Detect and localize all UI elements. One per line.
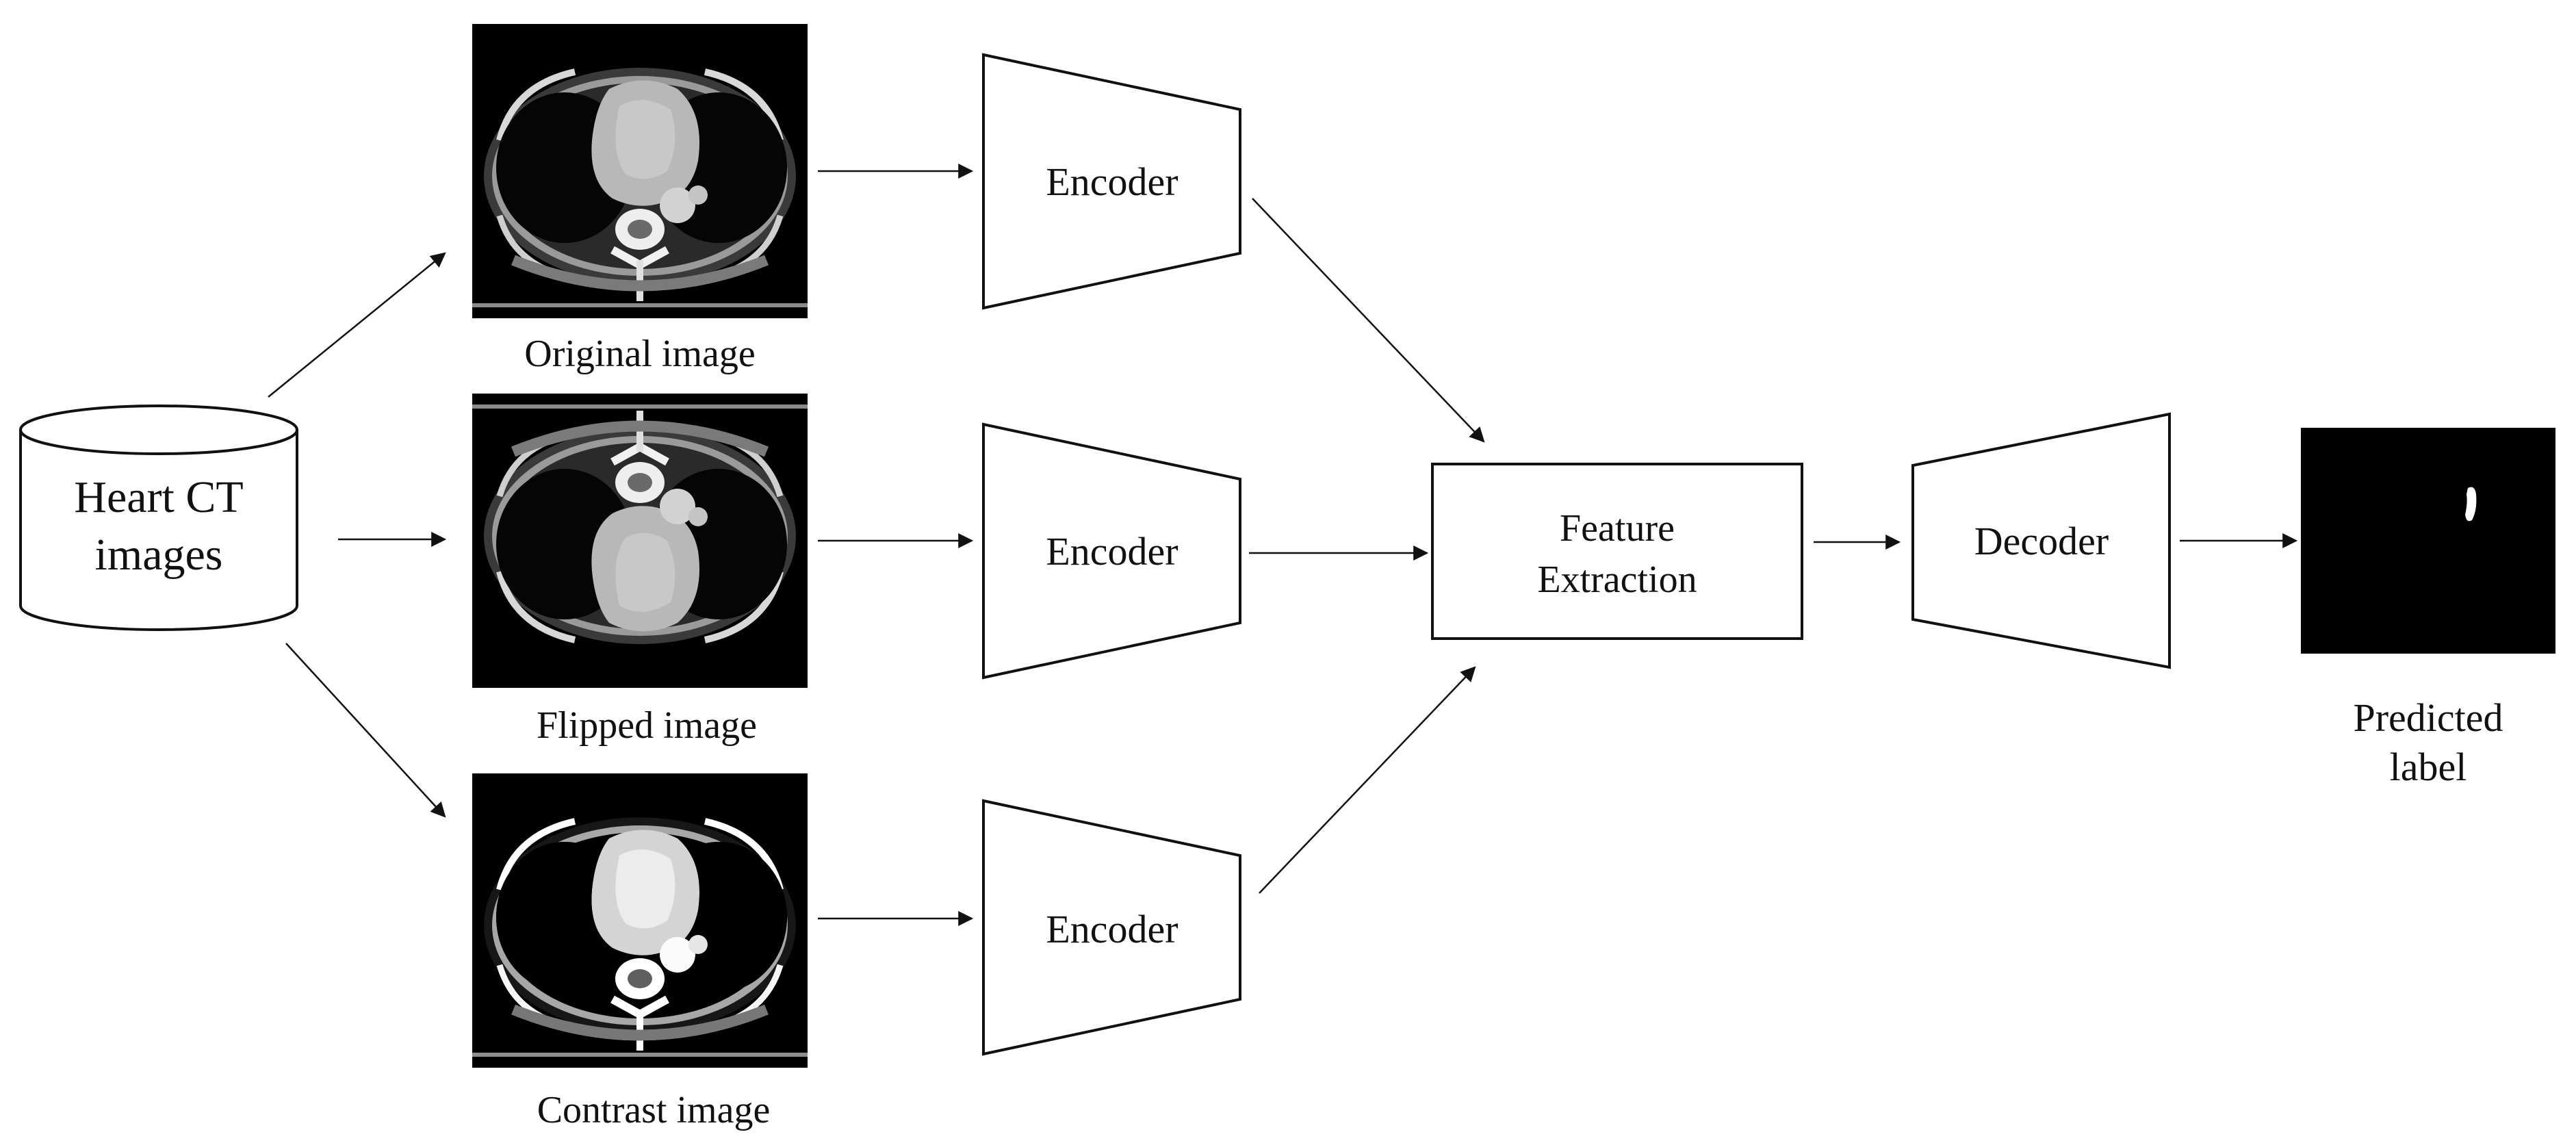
output-label-line1: Predicted — [2353, 695, 2503, 740]
encoder-middle-shape — [982, 422, 1241, 680]
predicted-label-mask — [2301, 428, 2555, 654]
encoder-bottom-label: Encoder — [1046, 907, 1178, 951]
encoder-top-label: Encoder — [1046, 159, 1178, 204]
source-label-line2: images — [95, 530, 223, 580]
output-label-line2: label — [2390, 745, 2467, 789]
encoder-top-shape — [982, 53, 1241, 310]
source-database-cylinder — [19, 404, 298, 631]
arrow-encoder-top-to-feature — [1252, 198, 1485, 443]
arrow-source-to-contrast — [285, 643, 446, 818]
feature-extraction-label-line2: Extraction — [1537, 558, 1697, 601]
original-ct-image — [472, 24, 808, 318]
feature-extraction-box — [1431, 463, 1803, 640]
contrast-image-caption: Contrast image — [537, 1089, 771, 1131]
contrast-ct-image — [472, 773, 808, 1068]
flipped-image-caption: Flipped image — [537, 704, 757, 747]
source-label-line1: Heart CT — [74, 472, 243, 522]
arrow-source-to-original — [268, 252, 446, 398]
decoder-shape — [1911, 412, 2171, 669]
encoder-middle-label: Encoder — [1046, 529, 1178, 574]
decoder-label: Decoder — [1974, 519, 2109, 563]
encoder-bottom-shape — [982, 799, 1241, 1056]
feature-extraction-label-line1: Feature — [1560, 507, 1675, 550]
original-image-caption: Original image — [524, 333, 755, 375]
flipped-ct-image — [472, 394, 808, 688]
arrow-encoder-bottom-to-feature — [1259, 666, 1476, 894]
